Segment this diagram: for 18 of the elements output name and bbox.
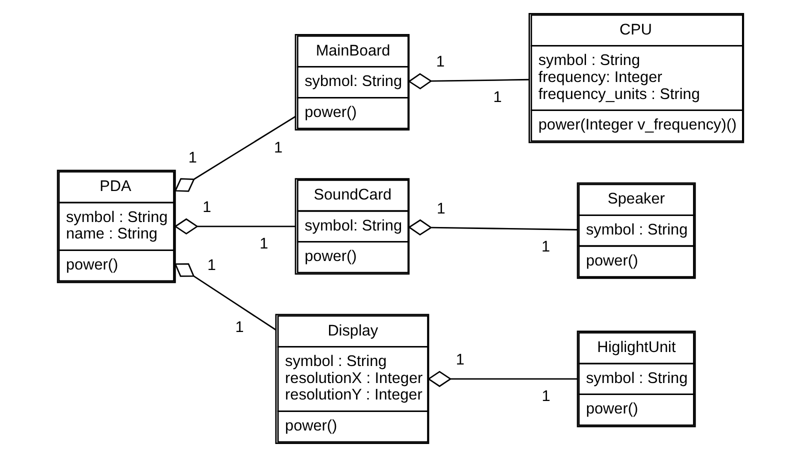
label: 1 bbox=[188, 150, 196, 167]
label: 1 bbox=[455, 352, 464, 369]
label: 1 bbox=[206, 257, 216, 274]
connector bbox=[174, 263, 276, 330]
connector bbox=[426, 370, 577, 388]
label: 1 bbox=[492, 89, 502, 106]
label: 1 bbox=[436, 200, 445, 218]
connector bbox=[407, 73, 528, 90]
label: 1 bbox=[541, 388, 550, 406]
label: 1 bbox=[234, 318, 244, 336]
label: 1 bbox=[436, 54, 444, 71]
label: 1 bbox=[540, 238, 550, 256]
label: 1 bbox=[259, 236, 268, 253]
label: 1 bbox=[273, 139, 282, 156]
connector bbox=[174, 116, 296, 192]
label: 1 bbox=[202, 199, 211, 216]
connector bbox=[174, 218, 295, 235]
connector bbox=[407, 219, 578, 236]
